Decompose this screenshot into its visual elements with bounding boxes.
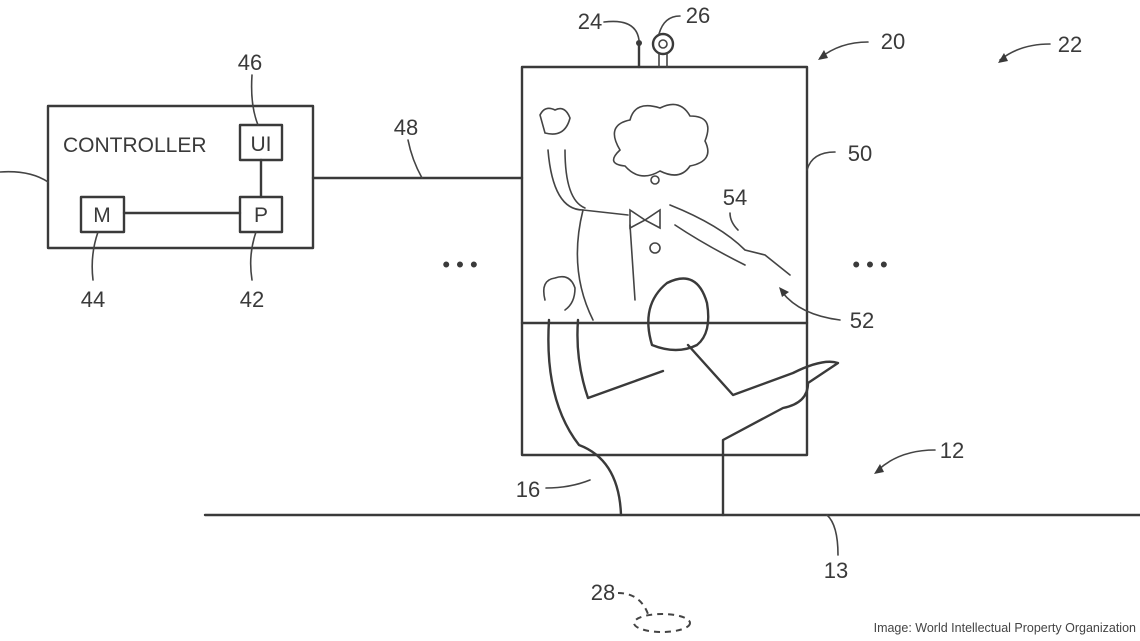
camera-ref-number: 26 xyxy=(686,3,710,28)
ui-block-label: UI xyxy=(251,133,272,156)
guest-ref-leader xyxy=(545,479,591,489)
guest-ref-number: 16 xyxy=(516,477,540,502)
camera-lens-icon xyxy=(658,39,668,49)
ui-ref-leader xyxy=(250,74,259,126)
marker-ref-number: 28 xyxy=(591,580,615,605)
system-ref-arrowhead xyxy=(998,53,1008,63)
floor-ref-leader xyxy=(826,514,839,556)
link-ref-leader xyxy=(407,139,423,179)
guest-illustration xyxy=(542,275,840,517)
controller-box xyxy=(46,104,315,250)
marker-outline xyxy=(633,613,691,633)
link-ref-number: 48 xyxy=(394,115,418,140)
animated-character-illustration xyxy=(539,103,791,321)
gesture-ref-number: 52 xyxy=(850,308,874,333)
camera-icon xyxy=(651,32,675,56)
ellipsis-right: • • • xyxy=(852,252,887,277)
memory-block-label: M xyxy=(93,204,111,227)
area-ref-number: 12 xyxy=(940,438,964,463)
system-ref-number: 22 xyxy=(1058,32,1082,57)
area-ref-arrowhead xyxy=(874,464,884,474)
memory-block xyxy=(79,195,126,234)
processor-ref-leader xyxy=(249,231,257,281)
area-ref-arrow xyxy=(877,449,936,471)
gesture-ref-arrowhead xyxy=(779,287,789,297)
sensor-icon xyxy=(636,40,642,46)
controller-title: CONTROLLER xyxy=(63,134,207,157)
ui-ref-number: 46 xyxy=(238,50,262,75)
image-credit: Image: World Intellectual Property Organ… xyxy=(873,621,1136,635)
camera-ref-leader xyxy=(658,15,681,35)
controller-ref-leader xyxy=(0,170,49,183)
display-ref-arrow xyxy=(819,41,869,59)
processor-block-label: P xyxy=(254,204,268,227)
display-ref-number: 20 xyxy=(881,29,905,54)
screen-ref-number: 50 xyxy=(848,141,872,166)
sensor-ref-leader xyxy=(603,20,640,41)
gesture-ref-arrow xyxy=(781,291,841,321)
memory-ref-leader xyxy=(91,231,99,281)
memory-ref-number: 44 xyxy=(81,287,105,312)
screen-ref-leader xyxy=(806,151,836,171)
character-ref-leader xyxy=(729,212,739,231)
sensor-ref-number: 24 xyxy=(578,9,602,34)
display-housing xyxy=(520,65,809,457)
character-ref-number: 54 xyxy=(723,185,747,210)
marker-ref-leader xyxy=(617,592,649,615)
display-ref-arrowhead xyxy=(818,50,828,60)
ellipsis-left: • • • xyxy=(442,252,477,277)
system-ref-arrow xyxy=(999,43,1051,61)
processor-ref-number: 42 xyxy=(240,287,264,312)
floor-ref-number: 13 xyxy=(824,558,848,583)
